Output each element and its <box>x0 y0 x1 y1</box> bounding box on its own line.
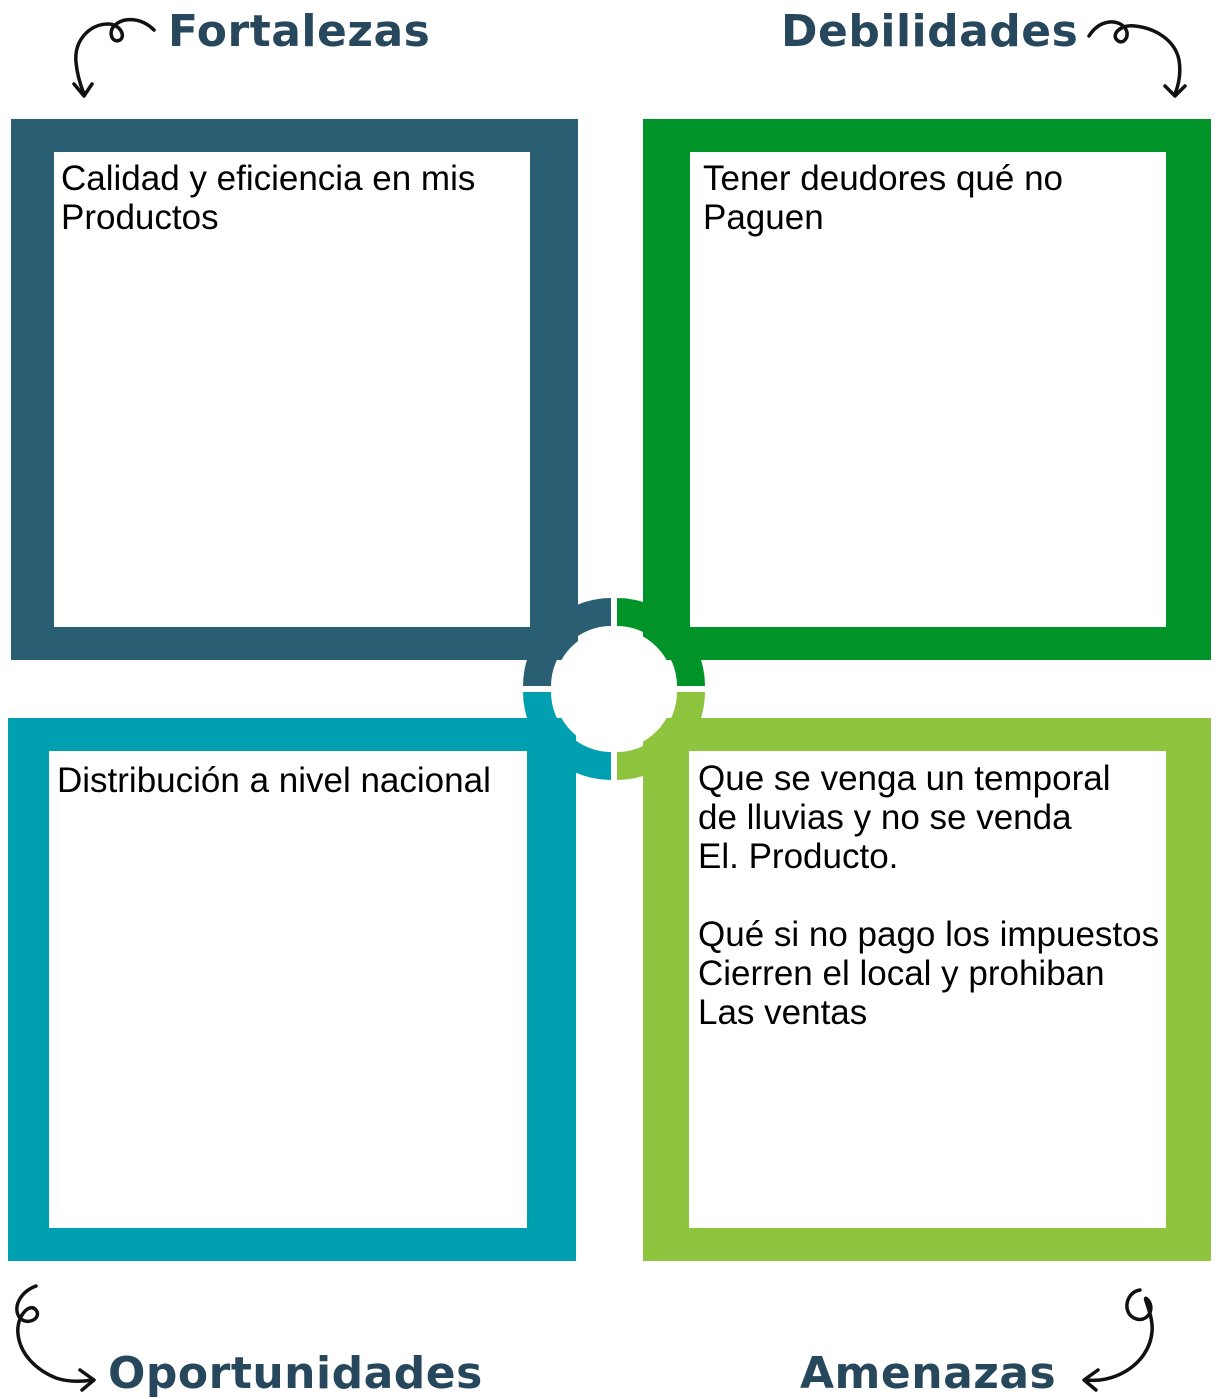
quadrant-debilidades-content <box>690 152 1166 627</box>
quadrant-amenazas-content <box>689 751 1166 1228</box>
curly-arrow-icon <box>72 17 156 98</box>
debilidades-text: Tener deudores qué no Paguen <box>703 159 1063 237</box>
hub-segment-oportunidades <box>523 692 611 780</box>
heading-fortalezas: Fortalezas <box>168 6 431 57</box>
curly-arrow-icon <box>1087 20 1187 98</box>
hub-segment-fortalezas <box>523 598 611 686</box>
lightbulb-icon <box>586 648 642 739</box>
fortalezas-text: Calidad y eficiencia en mis Productos <box>61 159 476 237</box>
center-hub <box>523 598 705 780</box>
heading-oportunidades: Oportunidades <box>108 1348 483 1399</box>
quadrant-fortalezas <box>11 119 578 660</box>
quadrant-debilidades <box>643 119 1211 660</box>
quadrant-amenazas <box>643 718 1211 1261</box>
amenazas-text: Que se venga un temporal de lluvias y no… <box>698 759 1160 1032</box>
curly-arrow-icon <box>1082 1288 1154 1392</box>
oportunidades-text: Distribución a nivel nacional <box>57 761 491 800</box>
quadrant-fortalezas-content <box>54 152 530 627</box>
quadrant-oportunidades <box>8 718 576 1261</box>
curly-arrow-icon <box>15 1284 96 1392</box>
heading-amenazas: Amenazas <box>800 1348 1057 1399</box>
quadrant-oportunidades-content <box>49 751 527 1228</box>
heading-debilidades: Debilidades <box>781 6 1079 57</box>
hub-segment-amenazas <box>617 692 705 780</box>
hub-segment-debilidades <box>617 598 705 686</box>
